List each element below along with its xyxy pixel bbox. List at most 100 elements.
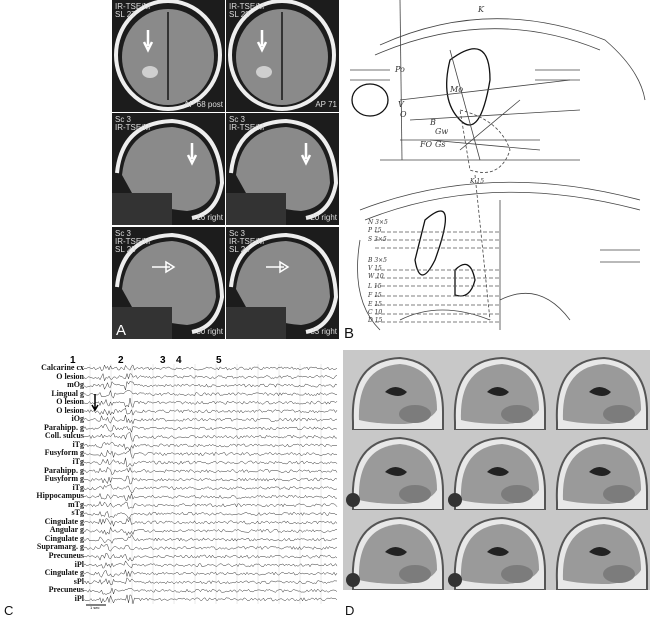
eeg-channel-label: Parahipp. g <box>43 465 84 475</box>
eeg-channel-label: iPl <box>74 593 84 603</box>
eeg-channel-label: Cingulate g <box>44 516 84 526</box>
mri-seq-text: IR-TSE/M <box>115 2 151 11</box>
mri-sc-text: Sc 3 <box>115 229 132 238</box>
mri-sagittal-image <box>448 516 546 590</box>
eeg-trace <box>84 397 338 408</box>
eeg-trace <box>84 372 338 382</box>
mri-sagittal-image <box>351 356 444 430</box>
eeg-channel-label: Precuneus <box>48 551 84 561</box>
eeg-trace <box>84 552 338 562</box>
mri-sc-text: Sc 3 <box>229 229 246 238</box>
mri-slice-text: SL 24 <box>229 245 250 254</box>
eeg-channel-label: iTg <box>72 482 84 492</box>
event-marker: 2 <box>118 355 124 366</box>
mri-slice-text: SL 27 <box>115 10 136 19</box>
sketch-label: Po <box>395 65 405 74</box>
eeg-trace <box>84 448 338 459</box>
arrow-down-icon <box>256 30 268 53</box>
sketch-label: Gs <box>435 140 446 149</box>
sketch-electrode-label: N 3×5 <box>368 219 388 226</box>
event-marker: 5 <box>216 355 222 366</box>
eeg-trace <box>84 587 338 595</box>
eeg-trace <box>84 492 338 502</box>
arrow-down-icon <box>91 394 99 412</box>
eeg-trace <box>84 483 338 494</box>
panel-d-label: D <box>345 603 355 618</box>
sketch-electrode-label: L 15 <box>368 283 382 290</box>
panel-d-mri-grid <box>343 350 650 590</box>
eeg-channel-label: Cingulate g <box>44 568 84 578</box>
mri-seq-text: IR-TSE/M <box>115 237 151 246</box>
eeg-trace <box>84 543 338 552</box>
eeg-trace <box>84 534 337 544</box>
eeg-trace <box>84 457 338 468</box>
eeg-trace <box>84 560 338 569</box>
eeg-trace <box>84 389 338 399</box>
eeg-trace <box>84 510 338 519</box>
mri-sagittal-image <box>453 356 546 430</box>
mri-position-text: AP 68 post <box>184 100 223 109</box>
eeg-channel-label: sTg <box>71 508 84 518</box>
sketch-label: V <box>398 100 404 109</box>
eeg-channel-label: Angular g <box>49 525 84 535</box>
sketch-label: K <box>478 5 484 14</box>
eeg-channel-label: Calcarine cx <box>41 363 84 372</box>
sketch-label: FO <box>420 140 433 149</box>
sketch-electrode-label: E 15 <box>368 301 382 308</box>
eeg-trace <box>84 475 338 485</box>
eeg-channel-label: Hippocampus <box>36 491 84 501</box>
sketch-electrode-label: C 10 <box>368 309 383 316</box>
eeg-trace <box>84 441 338 451</box>
mri-seq-text: IR-TSE/M <box>229 123 265 132</box>
eeg-channel-label: iPl <box>74 559 84 569</box>
mri-sagittal-image <box>346 436 444 510</box>
scale-label: 1 sec <box>90 605 100 609</box>
eeg-trace <box>84 466 338 476</box>
eeg-trace <box>84 424 338 434</box>
panel-a-label: A <box>116 322 127 339</box>
event-marker: 1 <box>70 355 76 366</box>
panel-c-label: C <box>4 603 14 618</box>
panel-b-sketches <box>350 0 646 331</box>
mri-slice-text: SL 28 <box>229 10 250 19</box>
mri-position-text: AP 71 <box>315 100 337 109</box>
eeg-trace <box>84 516 338 528</box>
eeg-trace <box>84 526 338 536</box>
eeg-trace <box>84 568 338 578</box>
mri-slice-text: SL 23 <box>115 245 136 254</box>
sketch-electrode-label: P 15 <box>368 227 382 234</box>
eeg-trace <box>84 414 338 425</box>
eeg-channel-label: O lesion <box>56 397 84 407</box>
event-marker: 4 <box>176 355 182 366</box>
sketch-electrode-label: B 3×5 <box>368 257 387 264</box>
mri-sagittal-image <box>448 436 546 510</box>
eeg-channel-label: Supramarg. g <box>36 542 84 552</box>
eeg-channel-label: Coll. sulcus <box>44 431 84 441</box>
arrow-down-icon <box>300 143 312 166</box>
mri-seq-text: IR-TSE/M <box>115 123 151 132</box>
eeg-trace <box>84 500 338 509</box>
eeg-channel-label: Cingulate g <box>44 533 84 543</box>
eeg-trace <box>84 432 338 443</box>
mri-position-text: ~33 right <box>305 327 337 336</box>
eeg-channel-label: sPl <box>73 576 84 586</box>
eeg-channel-label: O lesion <box>56 371 84 381</box>
eeg-channel-label: iTg <box>72 439 84 449</box>
eeg-trace <box>84 577 338 586</box>
eeg-channel-label: mOg <box>67 380 84 390</box>
sketch-label: B <box>430 118 436 127</box>
mri-sagittal-image <box>555 356 648 430</box>
eeg-trace <box>84 594 338 604</box>
arrow-down-icon <box>142 30 154 53</box>
mri-position-text: ~16 right <box>191 213 223 222</box>
eeg-channel-label: O lesion <box>56 405 84 415</box>
eeg-channel-label: mTg <box>68 499 84 509</box>
